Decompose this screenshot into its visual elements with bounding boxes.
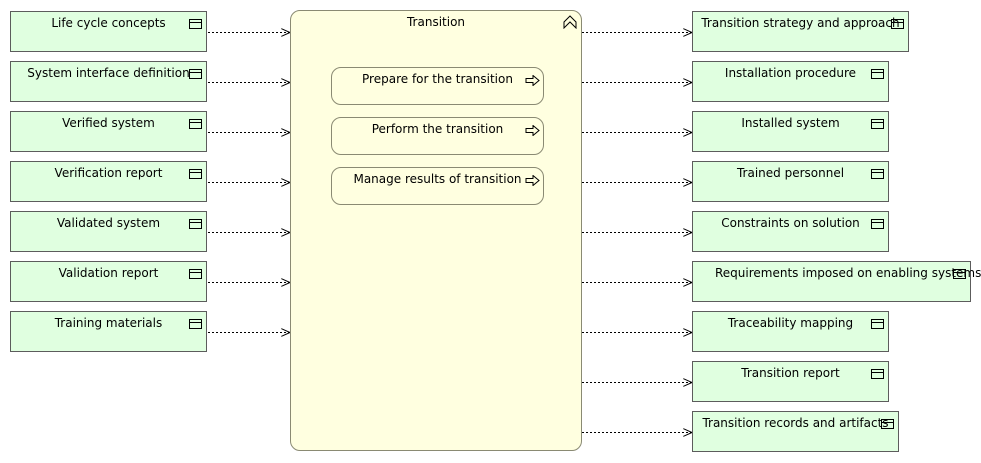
object-icon [189,19,202,29]
input-object[interactable]: Life cycle concepts [10,11,207,52]
object-icon [189,169,202,179]
object-label: Training materials [54,316,163,330]
process-title: Transition [406,15,466,29]
object-label: Transition report [741,366,840,380]
object-icon [189,219,202,229]
object-icon [189,69,202,79]
output-object[interactable]: Transition records and artifacts [692,411,899,452]
arrow-right-icon [525,175,540,186]
input-object[interactable]: Verified system [10,111,207,152]
output-object[interactable]: Constraints on solution [692,211,889,252]
subprocess-perform[interactable]: Perform the transition [331,117,544,155]
object-label: Trained personnel [736,166,845,180]
object-label: Verified system [62,116,155,130]
input-object[interactable]: Verification report [10,161,207,202]
object-label: Life cycle concepts [51,16,166,30]
process-icon [563,15,577,29]
output-object[interactable]: Installation procedure [692,61,889,102]
object-label: Installation procedure [724,66,857,80]
output-object[interactable]: Installed system [692,111,889,152]
object-label: Validated system [56,216,161,230]
object-icon [871,119,884,129]
arrow-right-icon [525,125,540,136]
output-object[interactable]: Trained personnel [692,161,889,202]
subprocess-label: Prepare for the transition [362,72,513,86]
object-label: System interface definition [27,66,190,80]
object-icon [871,69,884,79]
object-icon [871,319,884,329]
object-icon [189,269,202,279]
input-object[interactable]: System interface definition [10,61,207,102]
output-object[interactable]: Transition report [692,361,889,402]
input-object[interactable]: Validated system [10,211,207,252]
object-icon [189,319,202,329]
subprocess-label: Manage results of transition [353,172,522,186]
object-label: Validation report [58,266,159,280]
output-object[interactable]: Requirements imposed on enabling systems [692,261,981,302]
object-label: Installed system [741,116,840,130]
object-label: Traceability mapping [727,316,854,330]
object-icon [871,369,884,379]
object-label: Requirements imposed on enabling systems [715,266,981,280]
object-icon [891,19,904,29]
object-label: Constraints on solution [721,216,860,230]
object-label: Transition strategy and approach [701,16,900,30]
output-object[interactable]: Traceability mapping [692,311,889,352]
object-label: Verification report [54,166,163,180]
object-icon [189,119,202,129]
output-object[interactable]: Transition strategy and approach [692,11,909,52]
object-icon [871,169,884,179]
input-object[interactable]: Training materials [10,311,207,352]
object-icon [881,419,894,429]
object-icon [953,269,966,279]
object-label: Transition records and artifacts [702,416,889,430]
subprocess-prepare[interactable]: Prepare for the transition [331,67,544,105]
subprocess-label: Perform the transition [371,122,504,136]
arrow-right-icon [525,75,540,86]
object-icon [871,219,884,229]
subprocess-manage-results[interactable]: Manage results of transition [331,167,544,205]
input-object[interactable]: Validation report [10,261,207,302]
